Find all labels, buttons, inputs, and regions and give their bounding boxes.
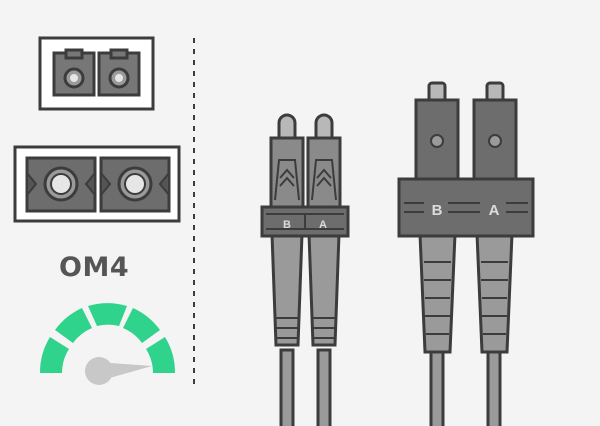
lc-label-a: A	[319, 219, 327, 231]
lc-duplex-port-icon	[38, 36, 155, 111]
lc-duplex-connector: B A	[260, 113, 350, 426]
sc-duplex-connector: B A	[397, 81, 535, 426]
sc-label-a: A	[489, 202, 500, 219]
sc-duplex-port-icon	[13, 145, 181, 223]
lc-label-b: B	[283, 219, 291, 231]
sc-label-b: B	[432, 202, 443, 219]
speed-gauge-icon	[39, 303, 176, 385]
fiber-type-label: OM4	[59, 252, 130, 283]
